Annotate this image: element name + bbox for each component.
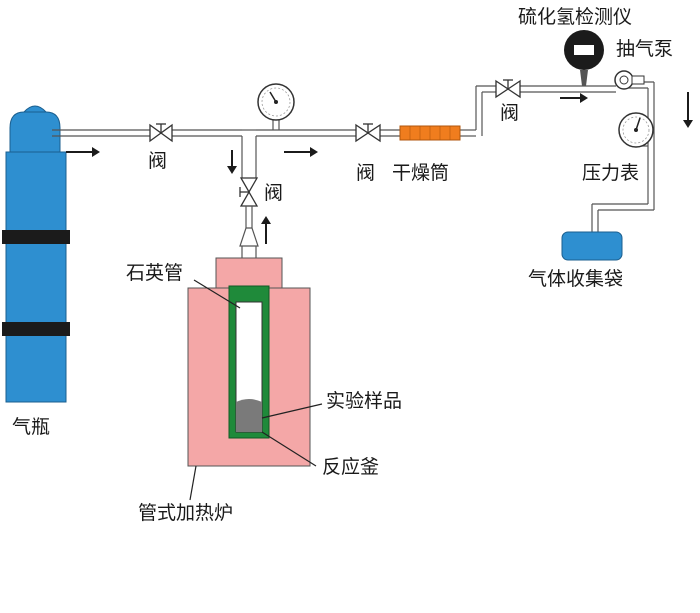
label-sample: 实验样品 (326, 390, 403, 412)
gas-collection-bag (561, 231, 623, 261)
pump (614, 70, 645, 90)
label-reactor: 反应釜 (322, 456, 380, 478)
label-valve-3: 阀 (500, 102, 520, 124)
reactor (228, 285, 270, 439)
valve-3 (495, 79, 521, 99)
cylinder-band-bottom (2, 322, 70, 336)
dryer-tube (399, 125, 461, 141)
label-furnace: 管式加热炉 (138, 502, 234, 524)
label-gas-cylinder: 气瓶 (12, 416, 51, 438)
flow-arrows (66, 92, 693, 244)
reactor-inlet-pipe (239, 206, 259, 258)
pressure-gauge-right (618, 112, 654, 148)
label-gas-bag: 气体收集袋 (528, 268, 624, 290)
label-valve-vertical: 阀 (264, 182, 284, 204)
gas-cylinder (2, 105, 70, 403)
h2s-detector (564, 30, 604, 86)
label-pressure-gauge: 压力表 (582, 162, 640, 184)
valve-1 (149, 123, 173, 143)
leader-lines (189, 279, 323, 501)
label-dryer: 干燥筒 (392, 162, 450, 184)
valve-2 (355, 123, 381, 143)
label-valve-2: 阀 (356, 162, 376, 184)
pressure-gauge-main (257, 83, 295, 121)
label-valve-1: 阀 (148, 150, 168, 172)
label-quartz-tube: 石英管 (126, 262, 184, 284)
label-pump: 抽气泵 (616, 38, 674, 60)
label-h2s-detector: 硫化氢检测仪 (518, 6, 633, 28)
valve-vertical (239, 177, 259, 207)
main-pipe (52, 81, 655, 232)
cylinder-band-top (2, 230, 70, 244)
